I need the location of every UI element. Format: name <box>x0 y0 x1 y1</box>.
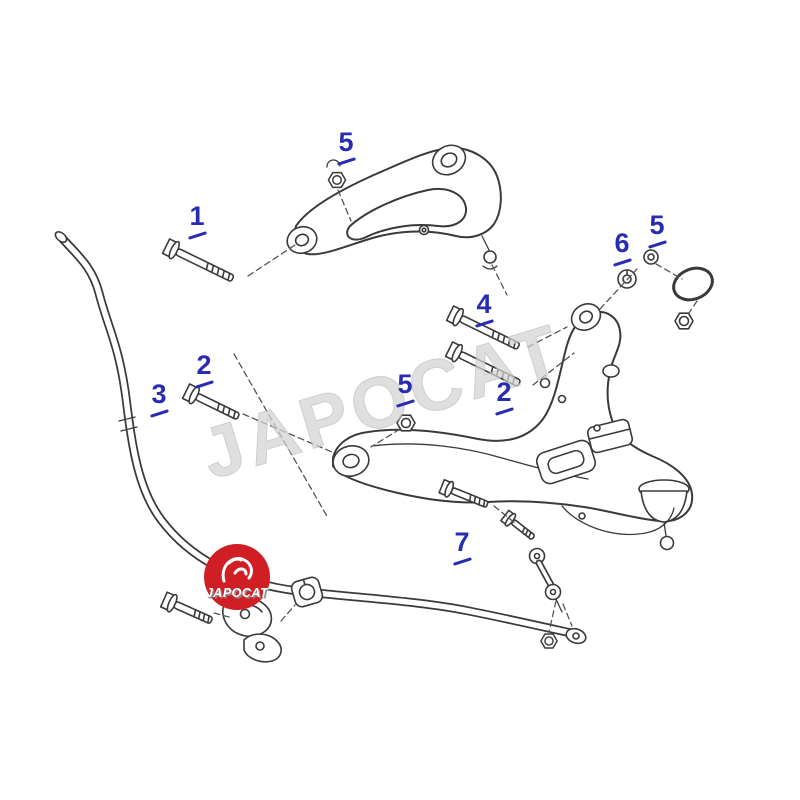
upper-ball-joint <box>481 235 498 270</box>
end-link-nut <box>540 633 558 649</box>
skid-bracket <box>561 505 675 536</box>
japocat-logo: JAPOCAT JAPOCAT <box>204 544 270 610</box>
washer-5-cam <box>643 249 659 265</box>
stabilizer-mount-cluster <box>159 576 324 663</box>
stabilizer-bushing <box>290 576 324 608</box>
part-callout-5c: 5 <box>644 212 670 246</box>
stabilizer-bar-tip <box>54 231 68 243</box>
part-callout-3: 3 <box>146 381 172 415</box>
stabilizer-bar <box>54 231 587 645</box>
lower-arm-hole <box>602 364 620 378</box>
part-callout-6: 6 <box>609 230 635 264</box>
part-callout-2b: 2 <box>491 379 517 413</box>
bracket-bolt <box>159 591 213 624</box>
part-callout-4: 4 <box>471 291 497 325</box>
lower-arm-pocket <box>535 439 597 485</box>
part-callout-2a: 2 <box>191 352 217 386</box>
logo-text-shadow: JAPOCAT <box>207 588 270 602</box>
bolt-2-rear <box>444 341 521 387</box>
bolt-2-front <box>181 383 240 420</box>
nut-5-lower-arm <box>396 414 416 432</box>
nut-lower-arm-pivot <box>674 312 694 330</box>
bolt-7 <box>438 478 489 508</box>
o-ring <box>672 266 714 302</box>
part-callout-1: 1 <box>184 203 210 237</box>
lower-control-arm <box>332 303 694 551</box>
nut-5-upper-arm <box>327 171 347 189</box>
part-callout-5a: 5 <box>333 129 359 163</box>
part-callout-7: 7 <box>449 529 475 563</box>
logo-cat-glyph <box>221 557 253 583</box>
part-callout-5b: 5 <box>392 371 418 405</box>
stabilizer-bracket-lower <box>243 633 282 663</box>
assembly-guide-lines <box>213 189 698 633</box>
logo-circle <box>204 544 270 610</box>
end-link-bolt <box>500 509 535 540</box>
logo-text: JAPOCAT <box>206 586 269 600</box>
bolt-1 <box>161 238 235 282</box>
lower-ball-joint <box>638 479 690 551</box>
upper-control-arm <box>286 144 502 270</box>
